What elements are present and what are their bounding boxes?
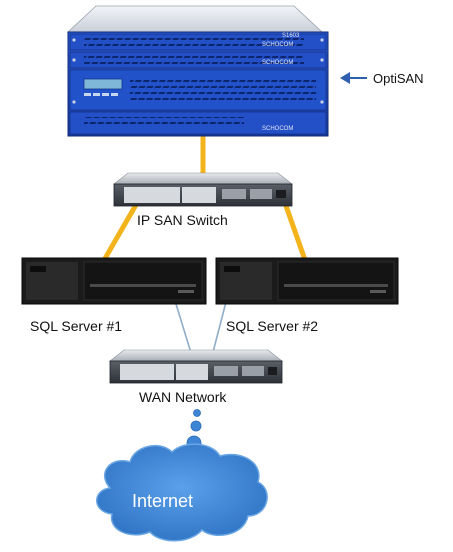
optisan-brand-2: SCHOCOM (262, 60, 293, 66)
optisan-brand-3: SCHOCOM (262, 126, 293, 132)
sql-server-2-label: SQL Server #2 (226, 318, 318, 334)
internet-label: Internet (132, 491, 193, 511)
cloud-icon (96, 443, 268, 542)
wan-network-label: WAN Network (139, 389, 227, 405)
sql-server-1-label: SQL Server #1 (30, 318, 122, 334)
optisan-model-tag: S1603 (282, 33, 300, 39)
server-icon (21, 257, 207, 305)
link-switch-server-1 (100, 201, 140, 264)
optisan-storage-array: SCHOCOM SCHOCOM SCHOCOM S1603 (66, 5, 329, 137)
network-switch-icon (109, 349, 283, 384)
link-server-2-wan (211, 301, 227, 357)
link-switch-server-2 (282, 202, 308, 261)
link-server-1-wan (175, 303, 193, 357)
ip-san-switch-label: IP SAN Switch (137, 212, 228, 228)
arrow-left-icon (340, 72, 367, 84)
server-icon (215, 257, 399, 305)
optisan-label: OptiSAN (373, 71, 424, 86)
optisan-brand-1: SCHOCOM (262, 42, 293, 48)
network-switch-icon (113, 172, 293, 207)
